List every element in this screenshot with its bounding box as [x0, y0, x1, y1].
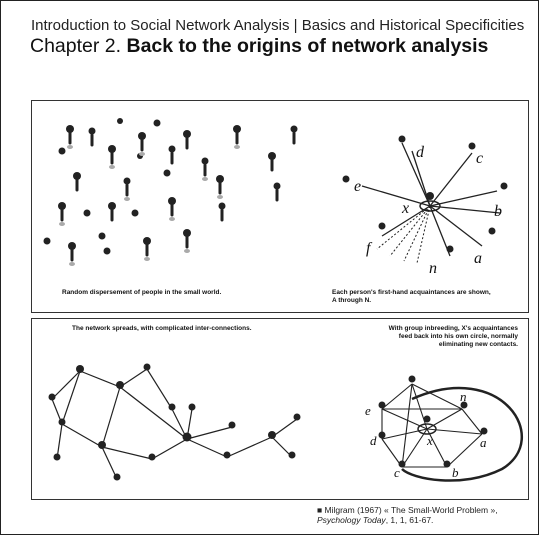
inbreeding-network: e n d x a c b — [365, 375, 523, 482]
star-label-e: e — [354, 178, 361, 195]
bottom-illustration: e n d x a c b — [48, 363, 523, 482]
caption-acquaintances-line2: A through N. — [332, 297, 372, 304]
caption-acquaintances-line1: Each person's first-hand acquaintances a… — [332, 289, 491, 296]
star-label-n: n — [429, 260, 437, 277]
circle-label-e: e — [365, 403, 371, 418]
reference-line2: Psychology Today, 1, 1, 61-67. — [317, 515, 498, 525]
circle-label-n: n — [460, 389, 467, 404]
random-crowd — [43, 118, 298, 266]
reference-citation: ■ Milgram (1967) « The Small-World Probl… — [317, 505, 498, 525]
chapter-prefix: Chapter 2. — [30, 35, 122, 57]
circle-label-a: a — [480, 435, 487, 450]
star-label-f: f — [366, 240, 373, 257]
reference-text-line1: Milgram (1967) « The Small-World Problem… — [324, 505, 498, 515]
star-label-d: d — [416, 144, 425, 161]
top-illustration: d c e x b f n a — [43, 118, 508, 277]
chapter-heading: Chapter 2. Back to the origins of networ… — [30, 35, 488, 58]
caption-inbreeding-line3: eliminating new contacts. — [438, 341, 518, 348]
spreading-network — [48, 363, 301, 481]
circle-label-b: b — [452, 465, 459, 480]
caption-random-dispersement: Random dispersement of people in the sma… — [62, 289, 222, 296]
reference-line1: ■ Milgram (1967) « The Small-World Probl… — [317, 505, 498, 515]
star-label-b: b — [494, 203, 502, 220]
circle-label-x: x — [426, 433, 433, 448]
chapter-title: Back to the origins of network analysis — [126, 35, 489, 57]
caption-network-spreads: The network spreads, with complicated in… — [72, 325, 252, 332]
bullet-icon: ■ — [317, 505, 323, 515]
circle-label-d: d — [370, 433, 377, 448]
star-label-c: c — [476, 150, 483, 167]
caption-inbreeding-line2: feed back into his own circle, normally — [398, 333, 518, 340]
figure-panel-bottom: e n d x a c b The network spreads, with … — [31, 318, 529, 500]
circle-label-c: c — [394, 465, 400, 480]
reference-journal: Psychology Today — [317, 515, 386, 525]
star-network: d c e x b f n a — [342, 135, 508, 277]
star-label-a: a — [474, 250, 482, 267]
reference-volume: , 1, 1, 61-67. — [385, 515, 434, 525]
caption-inbreeding-line1: With group inbreeding, X's acquaintances — [388, 325, 518, 332]
figure-panel-top: d c e x b f n a Random dispersement of p… — [31, 100, 529, 313]
course-subtitle: Introduction to Social Network Analysis … — [31, 17, 525, 34]
star-label-x: x — [401, 200, 409, 217]
